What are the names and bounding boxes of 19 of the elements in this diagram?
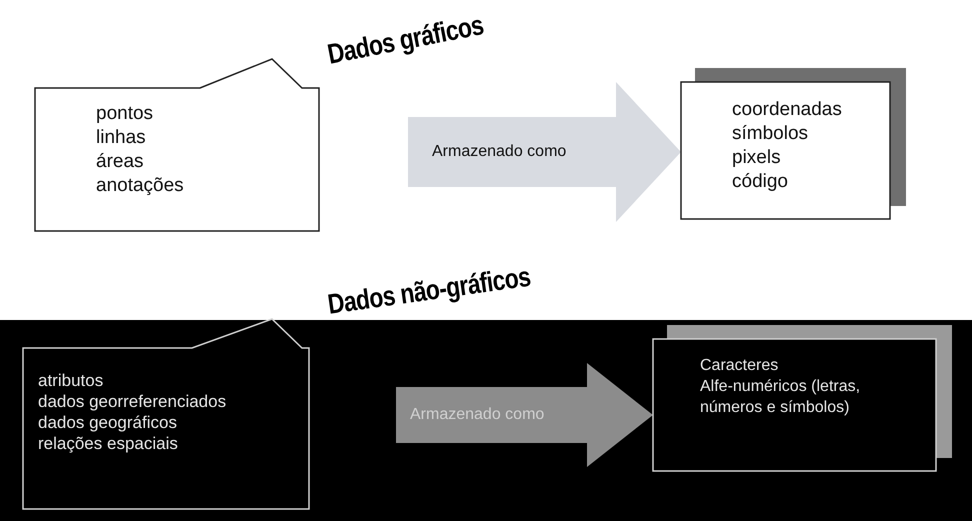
list-text: coordenadas [732,98,842,122]
list-text: símbolos [732,122,810,146]
list-text: pontos [96,102,154,126]
list-text: relações espaciais [38,433,179,454]
text-box [680,68,906,220]
callout-box [22,318,310,510]
list-text: atributos [38,370,104,391]
list-text: pixels [732,146,782,170]
text-box [652,325,952,472]
list-text: áreas [96,150,145,174]
callout-heading: Dados gráficos [324,8,487,72]
list-text: linhas [96,126,147,150]
list-text: dados georreferenciados [38,391,226,412]
callout-heading: Dados não-gráficos [325,260,533,322]
list-text: anotações [96,174,184,198]
list-text: dados geográficos [38,412,178,433]
callout-box [34,58,320,232]
list-text: código [732,170,789,194]
list-text: Caracteres Alfe-numéricos (letras, números e símbolos) [700,356,862,418]
